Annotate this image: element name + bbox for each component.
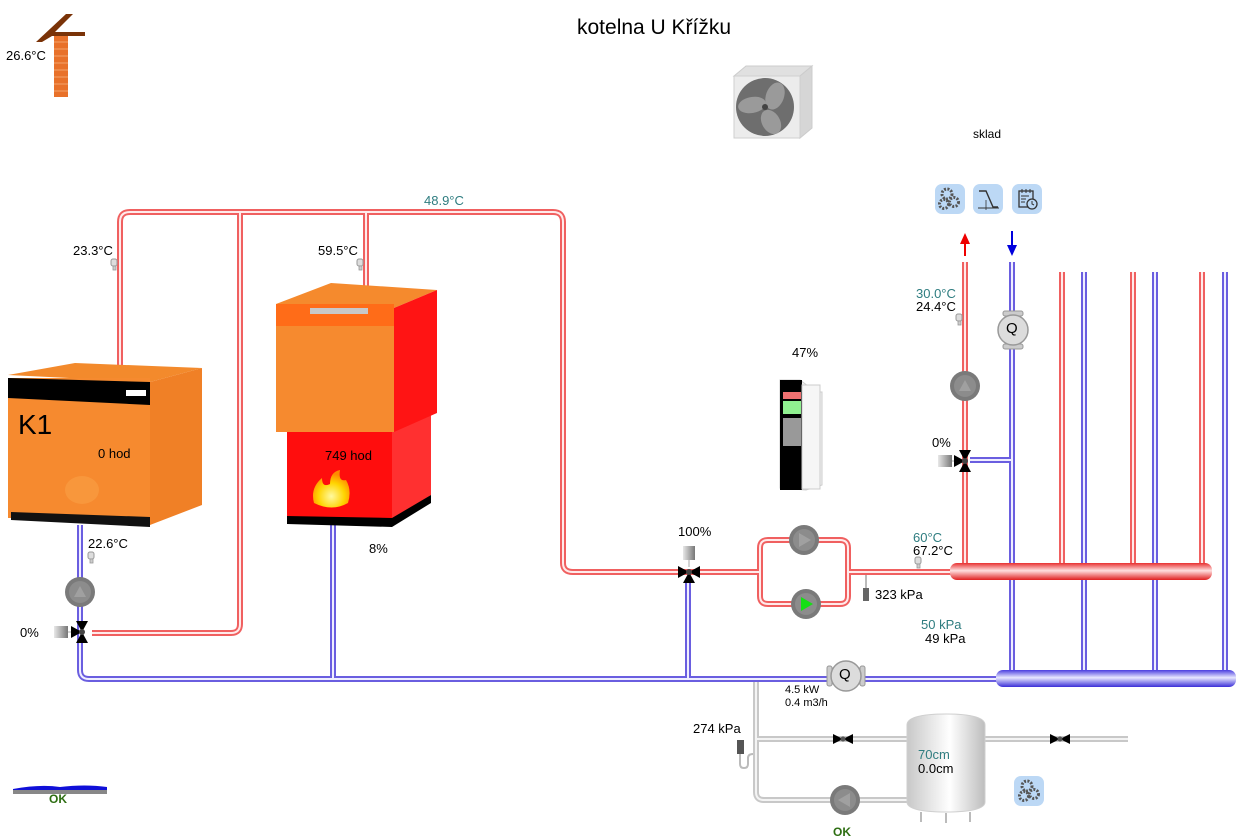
- expansion-tank[interactable]: [906, 713, 986, 823]
- shutoff-valve-2[interactable]: [1050, 734, 1070, 744]
- zone-mix-valve[interactable]: [938, 450, 971, 472]
- k1-mix-valve-value: 0%: [20, 625, 39, 640]
- main-pump-2-running[interactable]: [791, 589, 821, 619]
- boiler2-output-sensor-icon: [356, 258, 364, 271]
- boiler2-output-temperature: 59.5°C: [318, 243, 358, 258]
- k1-output-sensor-icon: [110, 258, 118, 271]
- shutoff-valve-1[interactable]: [833, 734, 853, 744]
- k1-return-sensor-icon: [87, 551, 95, 564]
- distribution-temperature: 67.2°C: [913, 543, 953, 558]
- heat-meter-main-symbol: Q: [839, 666, 851, 683]
- return-header: [996, 670, 1236, 687]
- heat-meter-zone-symbol: Q: [1006, 320, 1018, 337]
- chimney-icon: [36, 14, 85, 97]
- schedule-icon: [1018, 189, 1038, 210]
- heating-curve-icon: [978, 190, 999, 210]
- distribution-pressure-sensor-icon: [863, 575, 869, 601]
- main-mix-valve[interactable]: [678, 546, 700, 583]
- expansion-settings-button[interactable]: [1014, 776, 1044, 806]
- frequency-converter-icon[interactable]: [779, 379, 823, 491]
- k1-name: K1: [18, 409, 53, 440]
- k1-hours: 0 hod: [98, 446, 131, 461]
- fan-unit-icon: [732, 64, 814, 140]
- heat-meter-power: 4.5 kW: [785, 684, 820, 696]
- frequency-converter-value: 47%: [792, 345, 819, 360]
- tank-setpoint: 70cm: [918, 747, 950, 762]
- boiler2-power: 8%: [369, 541, 388, 556]
- water-level-status: OK: [49, 792, 67, 806]
- zone-mix-valve-value: 0%: [932, 435, 951, 450]
- zone-supply-sensor-icon: [955, 313, 963, 326]
- gears-icon: [938, 187, 960, 210]
- boiler-k1[interactable]: [8, 363, 202, 527]
- page-title: kotelna U Křížku: [577, 16, 732, 39]
- expansion-pressure: 274 kPa: [693, 721, 741, 736]
- zone-supply-setpoint: 30.0°C: [916, 286, 956, 301]
- boiler2-hours: 749 hod: [325, 448, 372, 463]
- expansion-pressure-sensor-icon: [737, 740, 754, 770]
- hot-pipes: [92, 209, 1205, 636]
- tank-level: 0.0cm: [918, 761, 954, 776]
- zone-supply-temperature: 24.4°C: [916, 299, 956, 314]
- k1-mix-valve[interactable]: [54, 621, 88, 643]
- heat-meter-flow: 0.4 m3/h: [785, 697, 828, 709]
- distribution-setpoint-temperature: 60°C: [913, 530, 943, 545]
- supply-header: [950, 563, 1212, 580]
- water-level-indicator: [13, 785, 107, 794]
- supply-arrow-icon: [960, 233, 970, 256]
- gears-icon: [1018, 779, 1040, 802]
- k1-output-temperature: 23.3°C: [73, 243, 113, 258]
- schedule-button[interactable]: [1012, 184, 1042, 214]
- boiler-2[interactable]: [276, 283, 437, 527]
- outdoor-temperature: 26.6°C: [6, 48, 46, 63]
- cold-pipes: [77, 262, 1228, 682]
- supply-header-temperature: 48.9°C: [424, 193, 464, 208]
- expansion-pump[interactable]: [830, 785, 860, 815]
- distribution-sensor-icon: [914, 556, 922, 569]
- zone-pump[interactable]: [950, 371, 980, 401]
- diff-pressure-setpoint: 50 kPa: [921, 617, 962, 632]
- main-valve-value: 100%: [678, 524, 712, 539]
- heating-curve-button[interactable]: [973, 184, 1003, 214]
- diff-pressure: 49 kPa: [925, 631, 966, 646]
- expansion-pump-status: OK: [833, 825, 851, 839]
- settings-button[interactable]: [935, 184, 965, 214]
- return-arrow-icon: [1007, 231, 1017, 256]
- distribution-pressure: 323 kPa: [875, 587, 923, 602]
- zone-label: sklad: [973, 127, 1002, 141]
- k1-pump[interactable]: [65, 577, 95, 607]
- k1-return-temperature: 22.6°C: [88, 536, 128, 551]
- main-pump-1[interactable]: [789, 525, 819, 555]
